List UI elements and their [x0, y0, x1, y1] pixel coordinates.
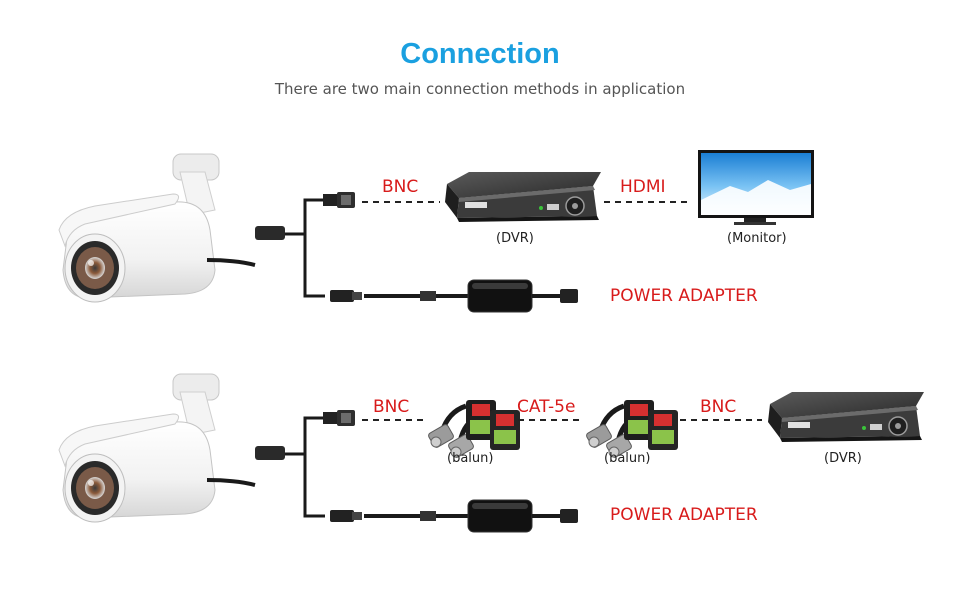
cable-junction	[255, 226, 285, 240]
monitor-icon	[698, 150, 814, 225]
dvr-caption: (DVR)	[824, 451, 862, 466]
monitor-caption: (Monitor)	[727, 231, 787, 246]
bnc-label: BNC	[373, 397, 410, 417]
cat5e-label: CAT-5e	[517, 397, 576, 417]
page-title: Connection	[400, 38, 560, 70]
balun-icon	[427, 400, 520, 458]
power-adapter-icon	[328, 498, 580, 534]
hdmi-label: HDMI	[620, 177, 666, 197]
cable-junction	[255, 446, 285, 460]
balun-icon	[585, 400, 678, 458]
dvr-icon	[444, 171, 602, 223]
method-1	[57, 150, 814, 314]
power-adapter-icon	[328, 278, 580, 314]
power-adapter-label: POWER ADAPTER	[610, 286, 758, 306]
balun-caption: (balun)	[447, 451, 494, 466]
camera-icon	[57, 372, 257, 524]
camera-icon	[57, 152, 257, 304]
dvr-icon	[767, 391, 925, 443]
balun-caption: (balun)	[604, 451, 651, 466]
bnc-label: BNC	[700, 397, 737, 417]
dvr-caption: (DVR)	[496, 231, 534, 246]
power-adapter-label: POWER ADAPTER	[610, 505, 758, 525]
bnc-connector-icon	[323, 410, 355, 426]
page-subtitle: There are two main connection methods in…	[274, 80, 686, 98]
bnc-label: BNC	[382, 177, 419, 197]
method-2	[57, 372, 925, 534]
bnc-connector-icon	[323, 192, 355, 208]
